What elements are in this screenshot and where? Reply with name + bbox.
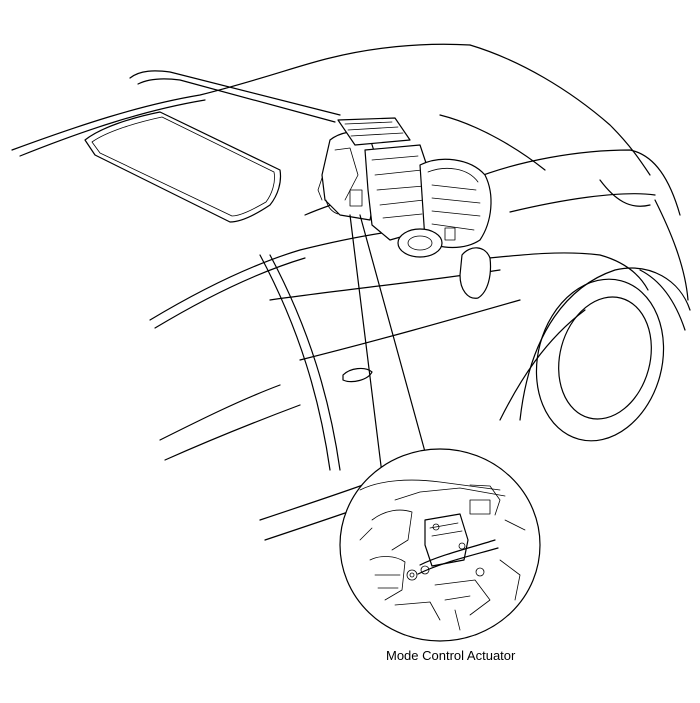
front-wheel — [519, 267, 691, 442]
detail-callout-circle — [339, 448, 541, 642]
side-mirror — [459, 247, 492, 299]
car-body-outline — [11, 43, 689, 541]
detail-caption: Mode Control Actuator — [386, 648, 516, 663]
leader-lines — [349, 214, 431, 483]
sunroof — [84, 111, 282, 223]
hvac-unit — [317, 117, 492, 258]
